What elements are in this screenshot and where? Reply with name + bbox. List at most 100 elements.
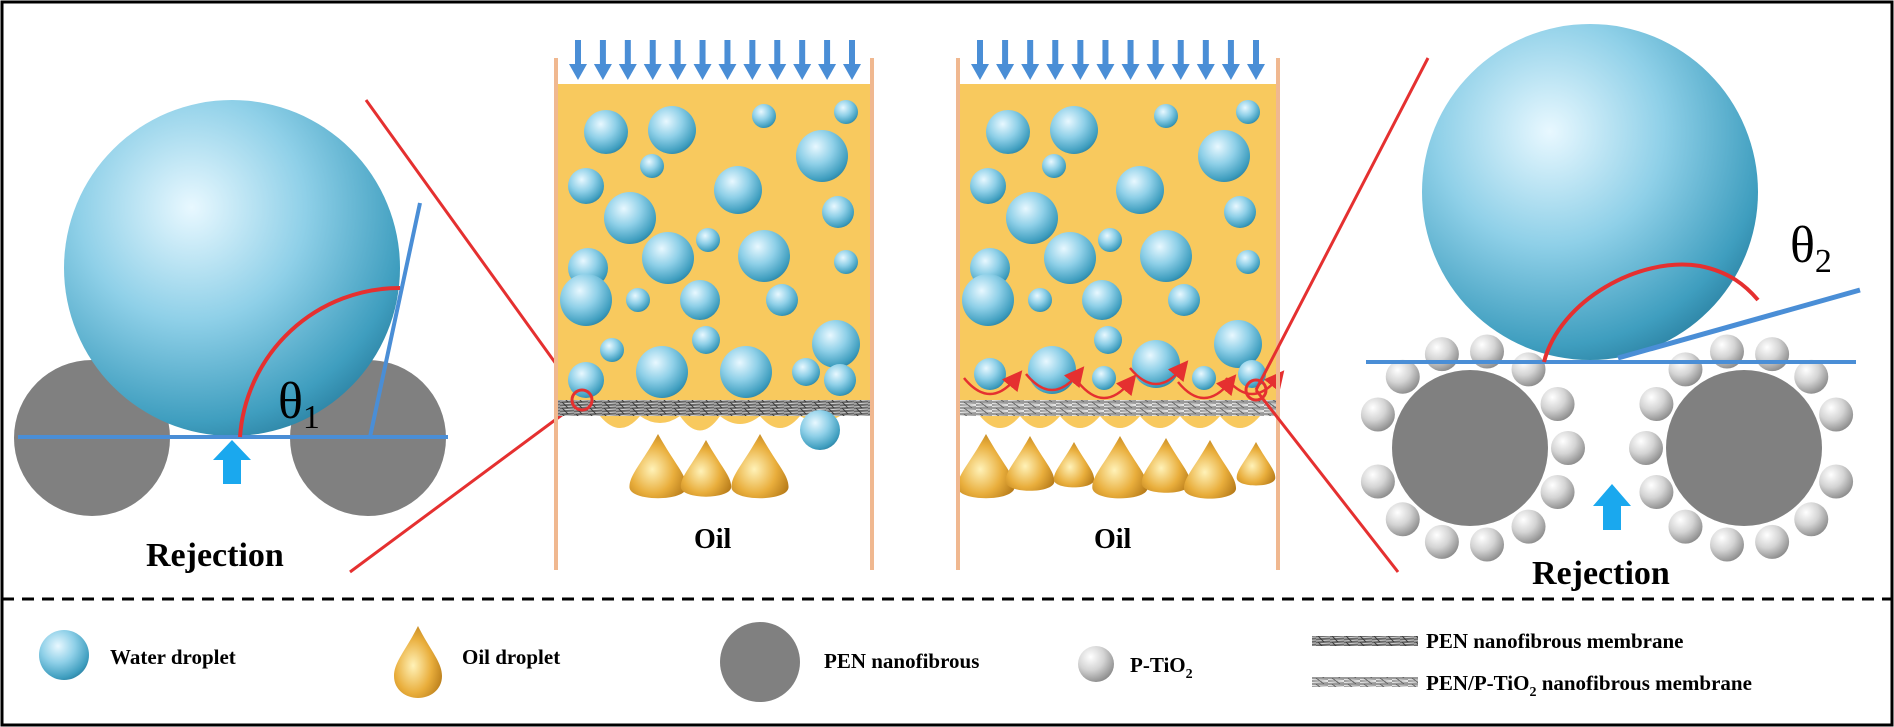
ptio2-particle [1360,397,1395,432]
oil-drip-left [600,416,840,431]
pressure-arrow [1171,40,1190,80]
water-droplet [1028,346,1076,394]
water-droplet [642,232,694,284]
ptio2-particle [1794,502,1829,537]
zoom-line-right-top [1254,57,1430,391]
pressure-arrows-left [569,40,861,80]
pressure-arrow [618,40,637,80]
pen-membrane-left [556,400,872,416]
pressure-arrow [1121,40,1140,80]
water-droplet [974,358,1006,390]
water-droplet [626,288,650,312]
pressure-arrow [1021,40,1040,80]
pressure-arrow [643,40,662,80]
pressure-arrow [971,40,989,80]
oil-droplet [1236,442,1276,486]
water-droplet [1238,360,1266,388]
water-droplet [648,106,696,154]
legend-membrane1-label: PEN nanofibrous membrane [1426,629,1683,653]
zoom-circle-right [1244,378,1268,402]
water-droplet [696,228,720,252]
ptio2-particle [1385,502,1420,537]
legend-water-droplet-icon [39,630,89,680]
rolling-arc [1225,370,1285,396]
theta1-label: θ1 [278,373,320,436]
oil-droplet [1005,436,1055,491]
rejection-label-left: Rejection [146,537,284,574]
ptio2-particle [1794,359,1829,394]
oil-droplet [731,434,789,499]
pressure-arrow [693,40,712,80]
pressure-arrow [818,40,837,80]
ptio2-particle [1755,524,1790,559]
water-droplet [560,274,612,326]
ptio2-membrane-right [958,400,1278,416]
rejection-arrow-right [1593,484,1631,530]
tangent-line-left [368,202,422,438]
ptio2-particle [1385,359,1420,394]
ptio2-particle [1540,387,1575,422]
pen-fiber-right-2 [1666,370,1822,526]
water-droplet [1006,192,1058,244]
water-droplet [604,192,656,244]
rolling-arc [1177,374,1237,400]
oil-droplet [1092,436,1148,499]
water-droplet [796,130,848,182]
water-droplet [692,326,720,354]
droplet-rolling-arcs [963,360,1285,400]
ptio2-particle [1511,352,1546,387]
water-droplet [1098,228,1122,252]
water-droplet [812,320,860,368]
oil-drip-right [980,416,1260,428]
pressure-arrow [996,40,1015,80]
water-droplet [1198,130,1250,182]
pressure-arrow [1096,40,1115,80]
water-droplet [752,104,776,128]
ptio2-particle [1709,334,1744,369]
oil-label-left: Oil [694,524,732,555]
ptio2-particle [1755,337,1790,372]
water-droplet [1168,284,1200,316]
legend-membrane1-icon [1312,636,1418,646]
water-droplet [1224,196,1256,228]
pressure-arrow [1146,40,1165,80]
right-separation-tube: Oil [956,40,1285,570]
contact-angle-arc-left [238,285,401,438]
water-droplet [822,196,854,228]
water-droplet [834,250,858,274]
oil-droplet [1141,438,1191,493]
pressure-arrow [668,40,687,80]
left-separation-tube: Oil [554,40,874,570]
water-droplet [834,100,858,124]
rolling-arc [1077,374,1137,400]
oil-droplets-left [629,434,789,499]
water-droplet [680,280,720,320]
water-droplet-large-right [1422,24,1758,360]
water-droplet [962,274,1014,326]
zoom-line-left-top [364,99,584,401]
pressure-arrow [768,40,787,80]
water-droplet [1116,166,1164,214]
legend-water-droplet-label: Water droplet [110,645,236,669]
legend-ptio2-label: P-TiO2 [1130,653,1193,682]
ptio2-particle [1511,509,1546,544]
water-droplet [640,154,664,178]
zoom-circle-left [570,388,594,412]
pressure-arrow [1247,40,1265,80]
pressure-arrow [793,40,812,80]
ptio2-particle [1424,524,1459,559]
water-droplet [1082,280,1122,320]
ptio2-particle [1551,431,1585,465]
pressure-arrows-right [971,40,1265,80]
ptio2-particle [1360,464,1395,499]
ptio2-particle [1629,431,1663,465]
water-droplet [766,284,798,316]
ptio2-particle [1819,397,1854,432]
rolling-arc [1129,360,1189,386]
water-droplet-left-under [800,410,840,450]
water-droplet [970,168,1006,204]
pressure-arrow [593,40,612,80]
water-droplets-right [962,100,1266,394]
